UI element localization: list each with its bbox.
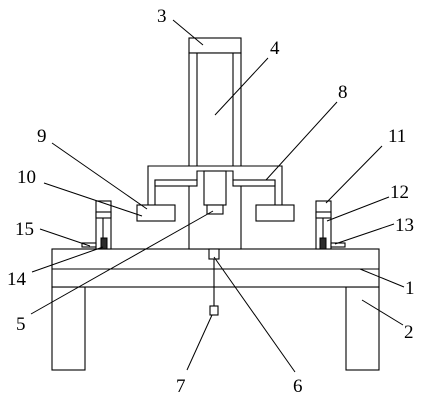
- center-cylinder-head: [206, 204, 224, 215]
- leader-10: [43, 182, 143, 217]
- label-15: 15: [15, 219, 34, 240]
- bracket-arm-right: [232, 179, 276, 187]
- left-leg: [51, 286, 86, 371]
- label-3: 3: [157, 6, 167, 27]
- leader-11: [325, 145, 383, 204]
- right-post-collar: [315, 211, 332, 219]
- leader-2: [361, 299, 404, 326]
- right-latch: [330, 242, 346, 248]
- label-1: 1: [405, 278, 415, 299]
- label-7: 7: [176, 376, 186, 397]
- label-13: 13: [395, 215, 414, 236]
- label-5: 5: [16, 314, 26, 335]
- clamp-pad-right: [255, 204, 295, 222]
- label-6: 6: [293, 376, 303, 397]
- leader-9: [51, 142, 148, 210]
- leader-14: [31, 246, 104, 273]
- label-2: 2: [404, 322, 414, 343]
- leader-7: [186, 314, 213, 371]
- column-body: [188, 52, 242, 250]
- label-12: 12: [390, 182, 409, 203]
- clamp-pad-left: [136, 204, 176, 222]
- leader-13: [334, 223, 395, 245]
- label-14: 14: [7, 269, 27, 290]
- leader-4: [214, 57, 269, 116]
- left-latch: [81, 242, 97, 248]
- leader-6: [213, 256, 296, 373]
- leader-8: [265, 101, 338, 181]
- right-leg: [345, 286, 380, 371]
- leader-3: [172, 19, 204, 46]
- label-9: 9: [37, 126, 47, 147]
- label-10: 10: [17, 167, 36, 188]
- leader-5: [30, 210, 214, 315]
- center-cylinder: [203, 170, 227, 206]
- label-8: 8: [338, 82, 348, 103]
- left-post-collar: [95, 211, 112, 219]
- leader-1: [359, 268, 405, 288]
- label-4: 4: [270, 38, 280, 59]
- bracket-arm-left: [154, 179, 198, 187]
- label-11: 11: [388, 126, 406, 147]
- left-post-clip: [100, 237, 108, 250]
- leader-15: [39, 228, 91, 247]
- rod-end-block: [209, 305, 219, 316]
- leader-12: [326, 196, 390, 222]
- right-post-clip: [319, 237, 327, 250]
